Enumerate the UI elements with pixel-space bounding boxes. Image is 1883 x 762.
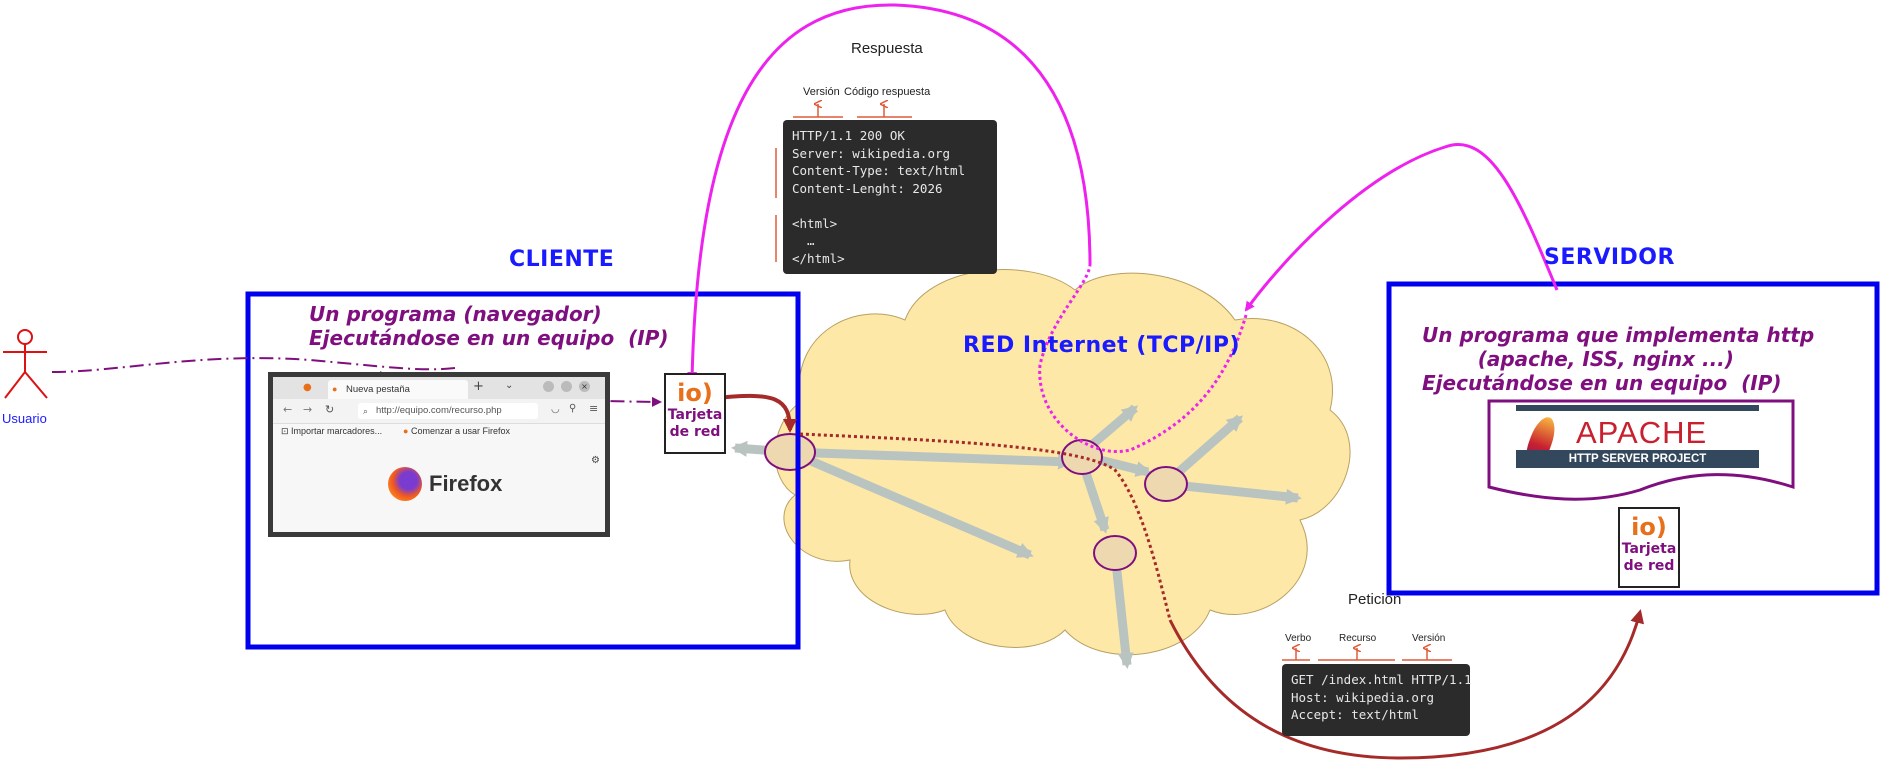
search-icon: ⌕: [363, 406, 369, 416]
user-interaction-line: [51, 357, 456, 373]
bookmark-import-label: Importar marcadores...: [291, 426, 383, 436]
browser-tabbar: ● ● Nueva pestaña + ⌄ ×: [273, 377, 605, 399]
firefox-small-icon: ●: [303, 382, 312, 393]
response-caption: Respuesta: [851, 40, 923, 57]
response-code-block: HTTP/1.1 200 OK Server: wikipedia.org Co…: [783, 120, 997, 274]
bookmark-import[interactable]: ⊡ Importar marcadores...: [281, 426, 383, 436]
io-network-icon: io): [677, 379, 713, 407]
bookmark-getting-started-label: Comenzar a usar Firefox: [410, 426, 510, 436]
minimize-icon[interactable]: [543, 381, 554, 392]
server-description: Un programa que implementa http (apache,…: [1422, 323, 1815, 395]
router-node: [1144, 466, 1188, 502]
request-verb-label: Verbo: [1285, 633, 1312, 644]
apache-top-bar: [1516, 405, 1759, 411]
user-stick-figure: [3, 329, 48, 399]
client-title: CLIENTE: [509, 247, 615, 272]
gear-icon[interactable]: ⚙: [591, 455, 600, 466]
request-annotation-marks: [1282, 648, 1452, 661]
browser-window: ● ● Nueva pestaña + ⌄ × ← → ↻ ⌕ http://e…: [268, 372, 610, 537]
server-network-card: io) Tarjeta de red: [1618, 507, 1680, 588]
client-network-card: io) Tarjeta de red: [664, 373, 726, 454]
browser-tab-label: Nueva pestaña: [346, 384, 410, 395]
client-box: [245, 291, 801, 650]
close-icon[interactable]: ×: [579, 381, 590, 392]
apache-logo-subtitle: HTTP SERVER PROJECT: [1516, 450, 1759, 468]
request-code-block: GET /index.html HTTP/1.1 Host: wikipedia…: [1282, 664, 1472, 736]
response-code-label: Código respuesta: [844, 86, 931, 98]
client-nic-label: Tarjeta de red: [667, 407, 723, 440]
nic-to-router-arrow: [717, 394, 797, 433]
router-node: [764, 433, 816, 471]
pocket-icon[interactable]: ◡: [551, 404, 560, 415]
request-caption: Petición: [1348, 591, 1402, 608]
firefox-logo-icon: [388, 467, 422, 501]
server-title: SERVIDOR: [1544, 245, 1675, 270]
response-dotted-path: [1038, 264, 1248, 453]
request-arrow: [1168, 609, 1645, 760]
chevron-down-icon[interactable]: ⌄: [505, 380, 514, 391]
browser-toolbar: ← → ↻ ⌕ http://equipo.com/recurso.php ◡ …: [273, 399, 605, 424]
response-arrow-to-network: [1244, 143, 1559, 312]
server-nic-label: Tarjeta de red: [1621, 541, 1677, 574]
extensions-icon[interactable]: ⚲: [569, 403, 577, 414]
server-box: [1386, 281, 1880, 596]
response-arrow-to-client: [687, 3, 1092, 382]
bookmark-getting-started[interactable]: ● Comenzar a usar Firefox: [403, 426, 510, 436]
firefox-brand: Firefox: [429, 471, 503, 496]
network-title: RED Internet (TCP/IP): [963, 333, 1241, 358]
user-label: Usuario: [2, 411, 47, 426]
menu-icon[interactable]: ≡: [589, 402, 599, 415]
io-network-icon: io): [1631, 513, 1667, 541]
client-description: Un programa (navegador) Ejecutándose en …: [309, 302, 669, 350]
back-icon[interactable]: ←: [283, 403, 293, 416]
response-version-label: Versión: [803, 86, 840, 98]
bookmarks-bar: ⊡ Importar marcadores... ● Comenzar a us…: [273, 424, 605, 440]
request-version-label: Versión: [1412, 633, 1446, 644]
browser-tab[interactable]: ● Nueva pestaña: [328, 380, 468, 399]
request-resource-label: Recurso: [1339, 633, 1377, 644]
router-node: [1093, 535, 1137, 571]
url-bar[interactable]: ⌕ http://equipo.com/recurso.php: [358, 403, 538, 419]
reload-icon[interactable]: ↻: [325, 403, 335, 416]
response-annotation-marks: [775, 104, 912, 262]
browser-viewport: ● ● Nueva pestaña + ⌄ × ← → ↻ ⌕ http://e…: [273, 377, 605, 532]
maximize-icon[interactable]: [561, 381, 572, 392]
url-text: http://equipo.com/recurso.php: [376, 405, 502, 416]
firefox-tab-icon: ●: [332, 384, 338, 394]
apache-logo-text: APACHE: [1576, 415, 1708, 450]
forward-icon[interactable]: →: [303, 403, 313, 416]
new-tab-icon[interactable]: +: [473, 379, 484, 394]
